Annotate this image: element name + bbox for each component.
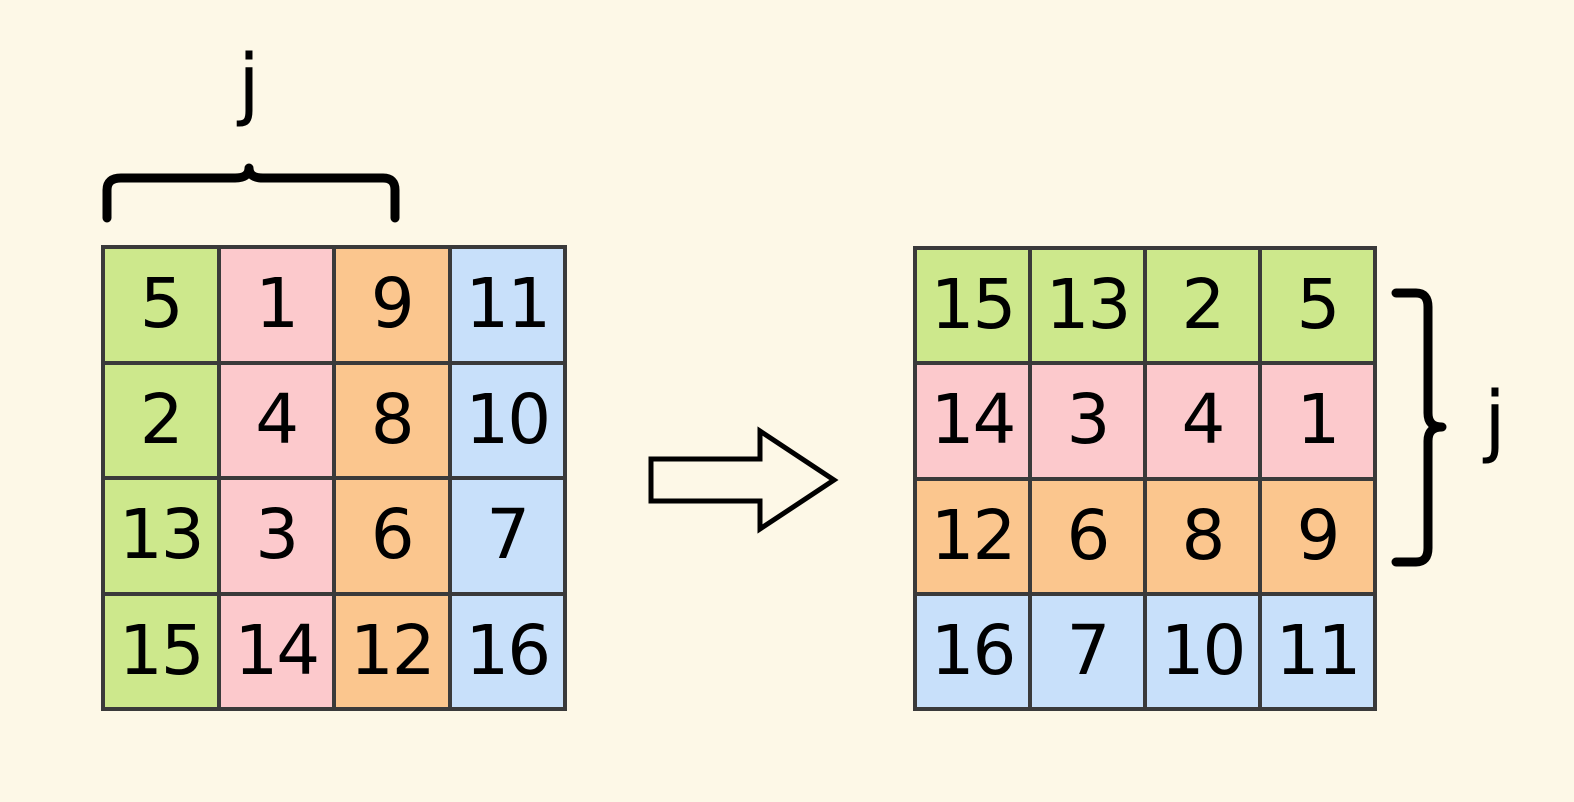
- right-brace-icon: [1391, 288, 1447, 567]
- result-cell-r2-c2: 8: [1147, 480, 1258, 592]
- result-cell-r0-c3: 5: [1262, 250, 1373, 362]
- result-cell-r1-c1: 3: [1032, 365, 1143, 477]
- result-cell-r3-c0: 16: [917, 595, 1028, 707]
- result-cell-r1-c0: 14: [917, 365, 1028, 477]
- source-matrix: 5 1 9 11 2 4 8 10 13 3 6 7 15 14 12 16: [101, 245, 567, 711]
- cell-r1-c3: 10: [451, 364, 563, 476]
- cell-r2-c0: 13: [105, 480, 217, 592]
- cell-r2-c1: 3: [220, 480, 332, 592]
- top-brace-icon: [102, 163, 400, 223]
- result-cell-r1-c2: 4: [1147, 365, 1258, 477]
- cell-r0-c3: 11: [451, 249, 563, 361]
- top-brace-label-j: j: [238, 39, 260, 129]
- right-arrow-icon: [648, 426, 839, 534]
- right-brace-label-j: j: [1484, 376, 1506, 466]
- cell-r3-c1: 14: [220, 595, 332, 707]
- cell-r2-c2: 6: [336, 480, 448, 592]
- cell-r1-c1: 4: [220, 364, 332, 476]
- result-cell-r2-c0: 12: [917, 480, 1028, 592]
- result-cell-r2-c1: 6: [1032, 480, 1143, 592]
- result-matrix: 15 13 2 5 14 3 4 1 12 6 8 9 16 7 10 11: [913, 246, 1377, 711]
- result-cell-r0-c1: 13: [1032, 250, 1143, 362]
- result-cell-r3-c3: 11: [1262, 595, 1373, 707]
- cell-r0-c1: 1: [220, 249, 332, 361]
- result-cell-r3-c2: 10: [1147, 595, 1258, 707]
- cell-r3-c3: 16: [451, 595, 563, 707]
- result-cell-r0-c0: 15: [917, 250, 1028, 362]
- result-cell-r3-c1: 7: [1032, 595, 1143, 707]
- cell-r1-c0: 2: [105, 364, 217, 476]
- cell-r1-c2: 8: [336, 364, 448, 476]
- result-cell-r1-c3: 1: [1262, 365, 1373, 477]
- cell-r2-c3: 7: [451, 480, 563, 592]
- result-cell-r2-c3: 9: [1262, 480, 1373, 592]
- cell-r3-c0: 15: [105, 595, 217, 707]
- cell-r3-c2: 12: [336, 595, 448, 707]
- result-cell-r0-c2: 2: [1147, 250, 1258, 362]
- cell-r0-c0: 5: [105, 249, 217, 361]
- cell-r0-c2: 9: [336, 249, 448, 361]
